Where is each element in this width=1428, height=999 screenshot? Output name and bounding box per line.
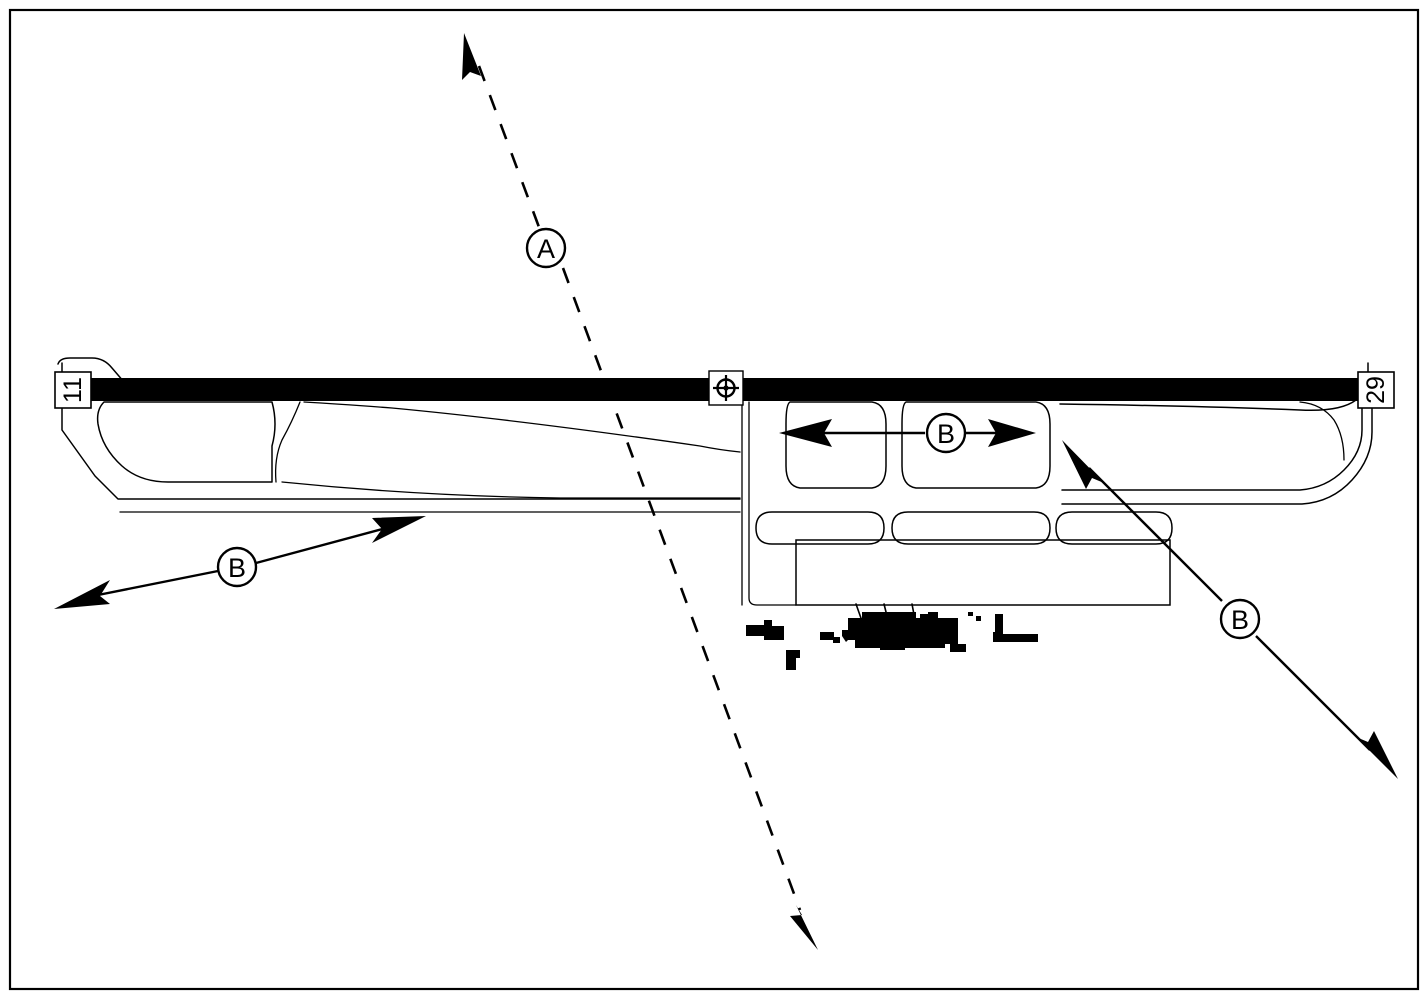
route-a-label-bubble: A xyxy=(525,227,567,269)
route-b-center-arrowhead-east xyxy=(988,419,1036,447)
route-b-southwest-label-bubble: B xyxy=(216,546,258,588)
taxiway-network xyxy=(57,357,1373,606)
runway-end-east-label: 29 xyxy=(1362,376,1390,404)
route-a-arrowhead-south xyxy=(790,905,818,950)
route-a-arrowhead-north xyxy=(462,33,481,80)
route-b-southeast-label-bubble: B xyxy=(1219,598,1261,640)
runway-end-west-label: 11 xyxy=(59,377,87,403)
terminal-buildings xyxy=(746,603,1038,670)
route-b-center-arrowhead-west xyxy=(779,419,832,447)
route-a-label: A xyxy=(537,234,555,264)
route-b-southeast-label: B xyxy=(1231,605,1249,635)
route-b-center-label-bubble: B xyxy=(925,412,967,454)
route-a: A xyxy=(462,33,818,950)
route-b-southeast: B xyxy=(1062,440,1398,779)
route-b-southwest-label: B xyxy=(228,553,246,583)
route-b-southwest: B xyxy=(54,516,426,609)
runway-11-29: 11 29 xyxy=(54,370,1395,409)
route-b-southwest-arrowhead-sw xyxy=(54,580,110,609)
runway-end-east: 29 xyxy=(1357,371,1395,409)
route-b-center: B xyxy=(779,412,1036,454)
runway-end-west: 11 xyxy=(54,371,92,409)
route-b-southeast-arrowhead-nw xyxy=(1062,440,1104,489)
route-b-southeast-arrowhead-se xyxy=(1356,731,1398,779)
airport-reference-point xyxy=(708,370,744,406)
diagram-border-frame xyxy=(8,8,1420,991)
route-b-center-label: B xyxy=(937,419,955,449)
route-b-southwest-arrowhead-ne xyxy=(372,516,426,543)
